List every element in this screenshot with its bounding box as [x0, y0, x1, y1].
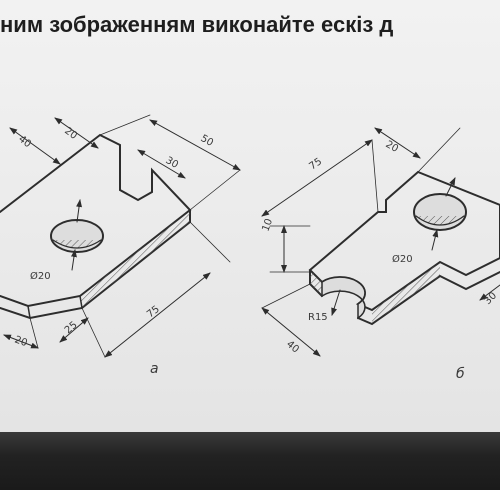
- dim-a-20-bottom: 20: [13, 334, 29, 349]
- dim-b-75: 75: [307, 156, 324, 172]
- part-b-notch: [321, 276, 366, 320]
- figure-a-labels: 40 20 50 30 Ø20 75 25 20 а: [13, 126, 215, 377]
- dim-b-30: 30: [482, 290, 499, 307]
- caption-a: а: [150, 361, 159, 377]
- dim-b-40: 40: [284, 339, 301, 356]
- technical-drawing: 40 20 50 30 Ø20 75 25 20 а: [0, 114, 500, 382]
- worksheet-page: ним зображенням виконайте ескіз д: [0, 0, 500, 432]
- screen-bezel: [0, 432, 500, 490]
- dim-b-20-top: 20: [384, 139, 401, 155]
- figure-a: [0, 114, 241, 358]
- dim-a-75: 75: [145, 304, 162, 321]
- figure-b-labels: 20 75 10 Ø20 R15 40 30 б: [260, 139, 499, 382]
- dim-a-40: 40: [16, 134, 33, 151]
- dim-a-20-top: 20: [62, 126, 79, 142]
- dim-b-10: 10: [260, 217, 275, 233]
- dim-b-hole: Ø20: [392, 253, 413, 265]
- dim-a-30: 30: [164, 155, 181, 171]
- figure-b: [261, 127, 500, 357]
- dim-a-25: 25: [63, 320, 80, 337]
- part-b-thickness-fill: [372, 262, 440, 324]
- dim-a-50: 50: [199, 133, 216, 149]
- task-heading: ним зображенням виконайте ескіз д: [0, 12, 394, 37]
- caption-b: б: [456, 366, 465, 382]
- dim-a-hole: Ø20: [30, 270, 51, 282]
- part-a-top-face: [0, 133, 192, 308]
- dim-b-r15: R15: [308, 312, 328, 323]
